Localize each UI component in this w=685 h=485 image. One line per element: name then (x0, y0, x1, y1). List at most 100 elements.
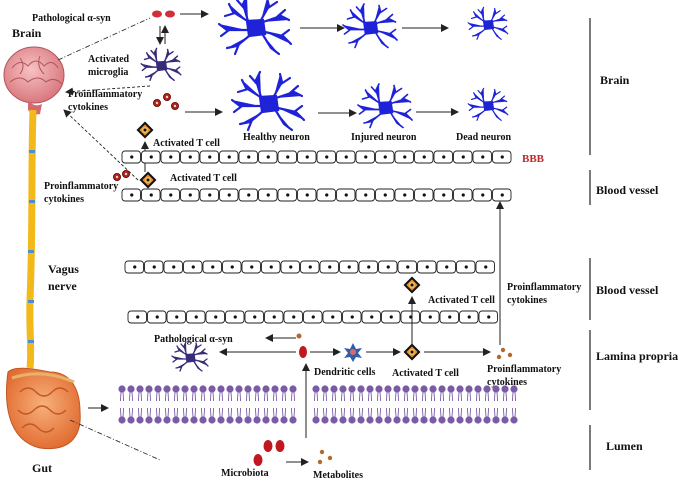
bbb-label: BBB (522, 153, 545, 165)
dashdot-connectors (57, 17, 161, 461)
gut-organ-label: Gut (32, 461, 52, 475)
cell-nucleus (155, 315, 159, 319)
region-brain: Brain (600, 73, 630, 87)
cell-nucleus (305, 155, 309, 159)
lipid-head-bottom (311, 407, 321, 425)
lipid-head-top (270, 384, 280, 402)
blood-vessel-bottom-row-2 (127, 310, 498, 324)
asyn-gut-dot (296, 333, 302, 339)
lipid-head-bottom (162, 407, 172, 425)
lipid-head-bottom (171, 407, 181, 425)
dead-neuron-label: Dead neuron (456, 132, 512, 143)
cell-nucleus (136, 315, 140, 319)
lipid-head-bottom (207, 407, 217, 425)
lipid-head-top (401, 384, 411, 402)
activated-microglia-cell (140, 47, 182, 82)
cell-nucleus (448, 315, 452, 319)
cell-nucleus (461, 193, 465, 197)
cell-nucleus (383, 155, 387, 159)
pathological-asyn-brain-label: Pathological α-syn (32, 13, 111, 24)
dendritic-cells-label: Dendritic cells (314, 367, 375, 378)
dashed-arrows-to-brain (63, 85, 151, 181)
healthy-neuron-label: Healthy neuron (243, 132, 310, 143)
cell-nucleus (422, 193, 426, 197)
cell-nucleus (172, 265, 176, 269)
lipid-head-top (243, 384, 253, 402)
neuron-top-dead (467, 6, 509, 40)
cell-nucleus (425, 265, 429, 269)
lipid-head-bottom (392, 407, 402, 425)
cell-nucleus (406, 265, 410, 269)
lipid-head-bottom (338, 407, 348, 425)
activated-tcell-gut-vessel (403, 276, 421, 294)
lipid-head-top (279, 384, 289, 402)
lipid-head-bottom (347, 407, 357, 425)
lipid-head-bottom (180, 407, 190, 425)
lipid-head-top (171, 384, 181, 402)
microbiota-cells (253, 440, 285, 466)
cell-nucleus (325, 193, 329, 197)
cell-nucleus (487, 315, 491, 319)
gut-microglia-cell (171, 341, 209, 372)
cell-nucleus (422, 155, 426, 159)
cell-nucleus (442, 193, 446, 197)
lipid-head-top (225, 384, 235, 402)
lipid-head-top (320, 384, 330, 402)
lipid-head-bottom (216, 407, 226, 425)
lipid-head-top (356, 384, 366, 402)
brain-organ-illustration (3, 46, 65, 115)
cell-nucleus (445, 265, 449, 269)
lipid-head-bottom (261, 407, 271, 425)
lipid-head-top (117, 384, 127, 402)
activated-microglia-label-line2: microglia (88, 67, 128, 78)
cell-nucleus (481, 155, 485, 159)
activated-tcell-vessel (139, 171, 157, 189)
vagus-label-line2: nerve (48, 279, 77, 293)
pathological-asyn-brain-particles (152, 10, 175, 18)
arrow-asyn-microglia-exchange (156, 25, 169, 45)
cell-nucleus (383, 193, 387, 197)
lipid-head-top (338, 384, 348, 402)
lipid-head-bottom (365, 407, 375, 425)
vagus-label-line1: Vagus (48, 262, 79, 276)
lipid-head-bottom (320, 407, 330, 425)
cell-nucleus (428, 315, 432, 319)
lipid-head-top (329, 384, 339, 402)
lipid-head-top (252, 384, 262, 402)
proinflam-right-label-line1: Proinflammatory (507, 282, 581, 293)
cell-nucleus (344, 155, 348, 159)
proinflam-left-label-line1: Proinflammatory (44, 181, 118, 192)
cell-nucleus (331, 315, 335, 319)
cell-nucleus (403, 193, 407, 197)
proinflam-lamina-label-line2: cytokines (487, 377, 527, 388)
injured-neuron-label: Injured neuron (351, 132, 417, 143)
lipid-head-bottom (464, 407, 474, 425)
lipid-head-bottom (279, 407, 289, 425)
cell-nucleus (175, 315, 179, 319)
lipid-head-bottom (234, 407, 244, 425)
neuron-injured (357, 83, 413, 129)
lipid-head-top (162, 384, 172, 402)
cell-nucleus (253, 315, 257, 319)
cell-nucleus (500, 193, 504, 197)
cell-nucleus (266, 193, 270, 197)
proinflam-right-label-line2: cytokines (507, 295, 547, 306)
cell-nucleus (386, 265, 390, 269)
microbiota-label: Microbiota (221, 468, 269, 479)
intestinal-epithelium-left (117, 384, 298, 425)
lipid-head-top (126, 384, 136, 402)
cell-nucleus (289, 265, 293, 269)
activated-tcell-lamina (403, 343, 421, 361)
cell-nucleus (344, 193, 348, 197)
lipid-head-bottom (455, 407, 465, 425)
lipid-head-bottom (401, 407, 411, 425)
lipid-head-top (144, 384, 154, 402)
cell-nucleus (311, 315, 315, 319)
cell-nucleus (403, 155, 407, 159)
lipid-head-bottom (252, 407, 262, 425)
cell-nucleus (464, 265, 468, 269)
region-blood-vessel-bottom: Blood vessel (596, 283, 659, 297)
lipid-head-top (455, 384, 465, 402)
proinflam-lamina-label-line1: Proinflammatory (487, 364, 561, 375)
